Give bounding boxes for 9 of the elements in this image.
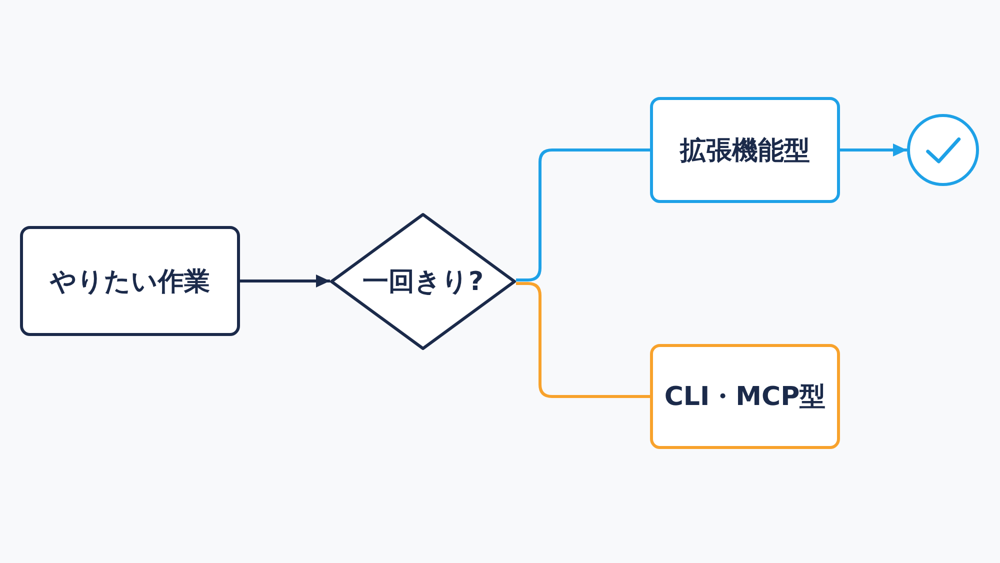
check-circle-icon [907, 114, 979, 186]
process-box: やりたい作業 [20, 226, 240, 336]
decision-diamond: 一回きり? [330, 213, 516, 350]
connector-line [516, 282, 650, 398]
process-box: CLI・MCP型 [650, 344, 840, 449]
connector-line [516, 148, 650, 282]
arrow [840, 144, 907, 156]
arrow [240, 274, 330, 288]
process-box: 拡張機能型 [650, 97, 840, 203]
